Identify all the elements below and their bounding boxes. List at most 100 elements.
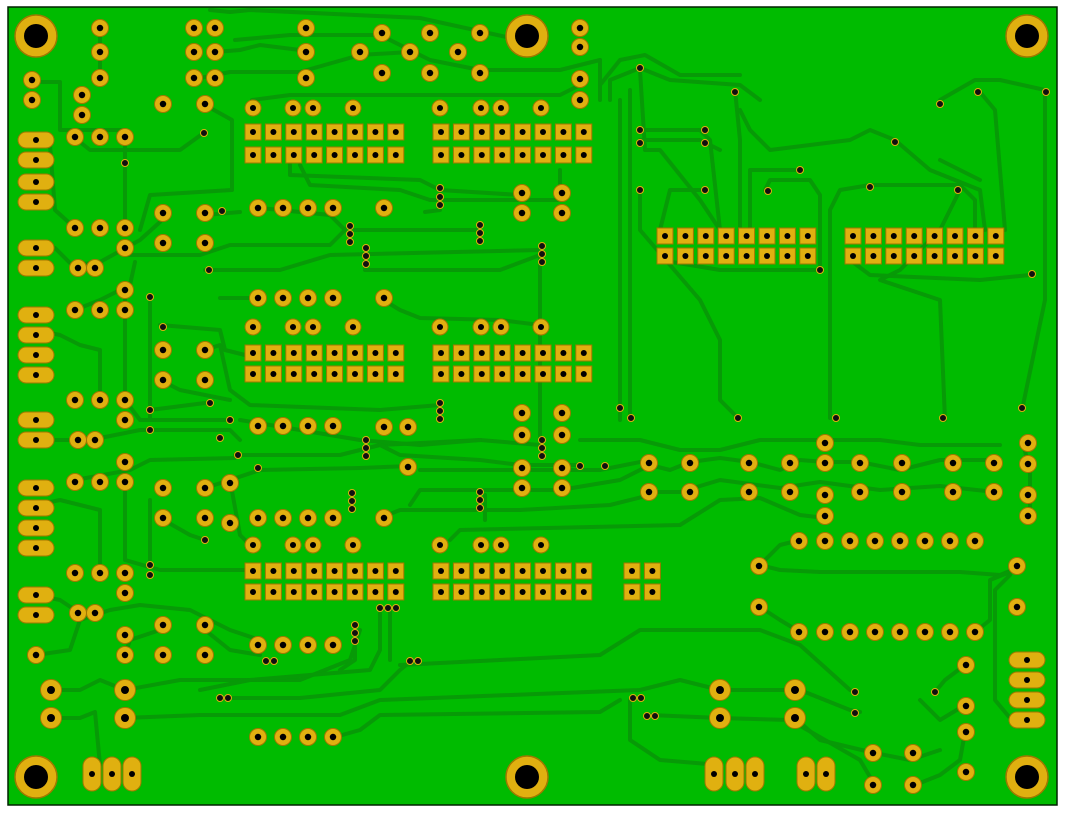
via [262, 657, 270, 665]
pad-drill [702, 233, 709, 239]
pad-drill [499, 568, 506, 574]
via [348, 505, 356, 513]
pad-drill [458, 589, 465, 595]
trace [123, 288, 232, 422]
pad-drill [890, 253, 897, 259]
pad-drill [91, 264, 99, 272]
pad-drill [576, 43, 584, 51]
pad-drill [96, 74, 104, 82]
via [346, 222, 354, 230]
pad-drill [254, 294, 262, 302]
trace [848, 258, 1032, 282]
pad-drill [580, 152, 587, 158]
pad-drill [795, 628, 803, 636]
via [601, 462, 609, 470]
pad-drill [33, 612, 39, 618]
via [954, 186, 962, 194]
pad-drill [662, 233, 668, 239]
pad-drill [159, 484, 167, 492]
pad-drill [159, 376, 167, 384]
pad-drill [329, 514, 337, 522]
trace [978, 90, 1007, 232]
pad-drill [352, 371, 358, 377]
pad-drill [476, 29, 484, 37]
trace [378, 443, 582, 467]
pad-drill [290, 152, 297, 158]
pad-drill [270, 371, 277, 377]
via [351, 629, 359, 637]
trace [418, 460, 642, 472]
pad-drill [869, 781, 877, 789]
via [226, 416, 234, 424]
pad-drill [290, 350, 297, 356]
via [538, 452, 546, 460]
pad-drill [558, 484, 566, 492]
pad-drill [540, 152, 546, 158]
pad-drill [580, 589, 587, 595]
pad-drill [518, 464, 526, 472]
pad-drill [254, 514, 262, 522]
pad-drill [392, 371, 399, 377]
pad-drill [121, 569, 129, 577]
pad-drill [870, 253, 877, 259]
via [1042, 88, 1050, 96]
via [538, 242, 546, 250]
via [931, 688, 939, 696]
pad-drill [33, 265, 39, 271]
trace [868, 183, 977, 232]
pad-drill [304, 294, 312, 302]
pad-drill [78, 111, 86, 119]
pad-drill [519, 129, 526, 135]
pad-drill [311, 371, 318, 377]
pad-drill [121, 224, 129, 232]
pad-drill [309, 323, 317, 331]
trace [938, 78, 1047, 412]
pad-drill [576, 75, 584, 83]
pad-drill [580, 129, 587, 135]
pad-drill [716, 714, 724, 722]
pad-drill [1013, 562, 1021, 570]
pad-drill [392, 152, 399, 158]
via [866, 183, 874, 191]
pad-drill [745, 459, 753, 467]
pad-drill [804, 253, 811, 259]
pad-drill [755, 562, 763, 570]
mounting-hole-drill [24, 765, 48, 789]
pad-drill [33, 372, 39, 378]
pad-drill [560, 152, 567, 158]
pad-drill [992, 233, 999, 239]
pad-drill [159, 209, 167, 217]
via [224, 694, 232, 702]
pad-drill [645, 488, 653, 496]
pad-drill [254, 733, 262, 741]
pad-drill [331, 371, 338, 377]
mounting-hole-drill [1015, 765, 1039, 789]
pad-drill [33, 332, 39, 338]
pad-drill [949, 488, 957, 496]
via [1018, 404, 1026, 412]
trace [448, 496, 827, 542]
pad-drill [911, 253, 918, 259]
pad-drill [201, 346, 209, 354]
trace [628, 698, 722, 767]
pad-drill [438, 371, 444, 377]
trace [378, 493, 652, 520]
pad-drill [250, 152, 256, 158]
pad-drill [821, 628, 829, 636]
via [384, 604, 392, 612]
pad-drill [791, 686, 799, 694]
pad-drill [909, 781, 917, 789]
pad-drill [784, 233, 791, 239]
trace [158, 323, 247, 357]
pad-drill [791, 714, 799, 722]
pad-drill [349, 541, 357, 549]
via [936, 100, 944, 108]
pad-drill [971, 628, 979, 636]
pad-drill [121, 396, 129, 404]
pad-drill [519, 350, 526, 356]
via [538, 250, 546, 258]
trace [34, 80, 127, 132]
pad-drill [1024, 512, 1032, 520]
pad-drill [846, 537, 854, 545]
pad-drill [743, 253, 750, 259]
